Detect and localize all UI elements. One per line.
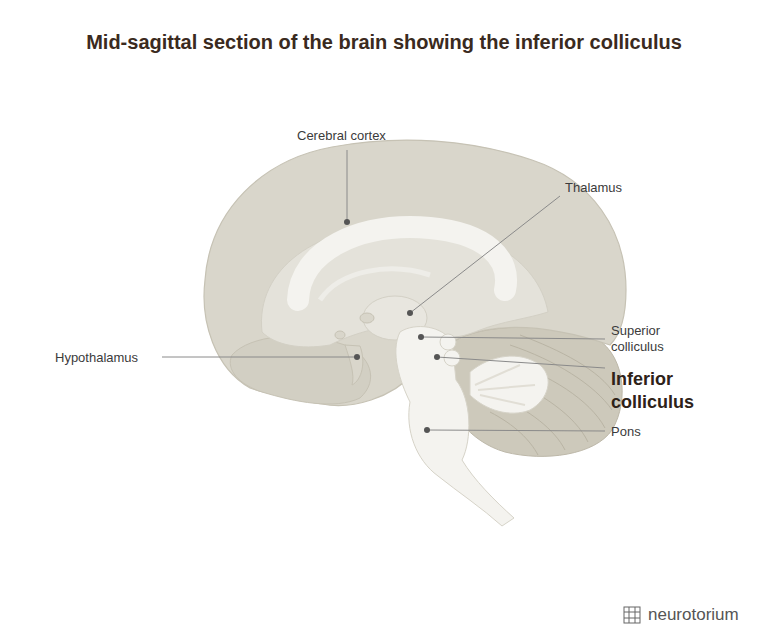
diagram-title: Mid-sagittal section of the brain showin… [0, 30, 768, 55]
highlight-label: Inferior colliculus [611, 368, 721, 413]
leader-lines [162, 150, 605, 431]
part-label: Pons [611, 424, 671, 440]
superior-colliculus-shape [440, 334, 456, 350]
brainstem [396, 327, 514, 526]
logo-icon [624, 607, 640, 623]
fornix [320, 269, 430, 300]
arbor-vitae [470, 356, 548, 413]
part-label: Thalamus [565, 180, 655, 196]
watermark: neurotorium [648, 604, 758, 625]
corpus-callosum [298, 227, 506, 300]
cerebellum [445, 327, 622, 456]
limbic-region [261, 224, 548, 347]
interthalamic-adhesion [360, 313, 374, 323]
part-label: Superior colliculus [611, 323, 691, 356]
part-label: Hypothalamus [55, 350, 165, 366]
anterior-commissure [335, 331, 345, 339]
hypothalamus-shape [345, 345, 363, 385]
leader-dots [344, 219, 440, 433]
part-label: Cerebral cortex [297, 128, 407, 144]
arbor-branches [475, 365, 535, 405]
